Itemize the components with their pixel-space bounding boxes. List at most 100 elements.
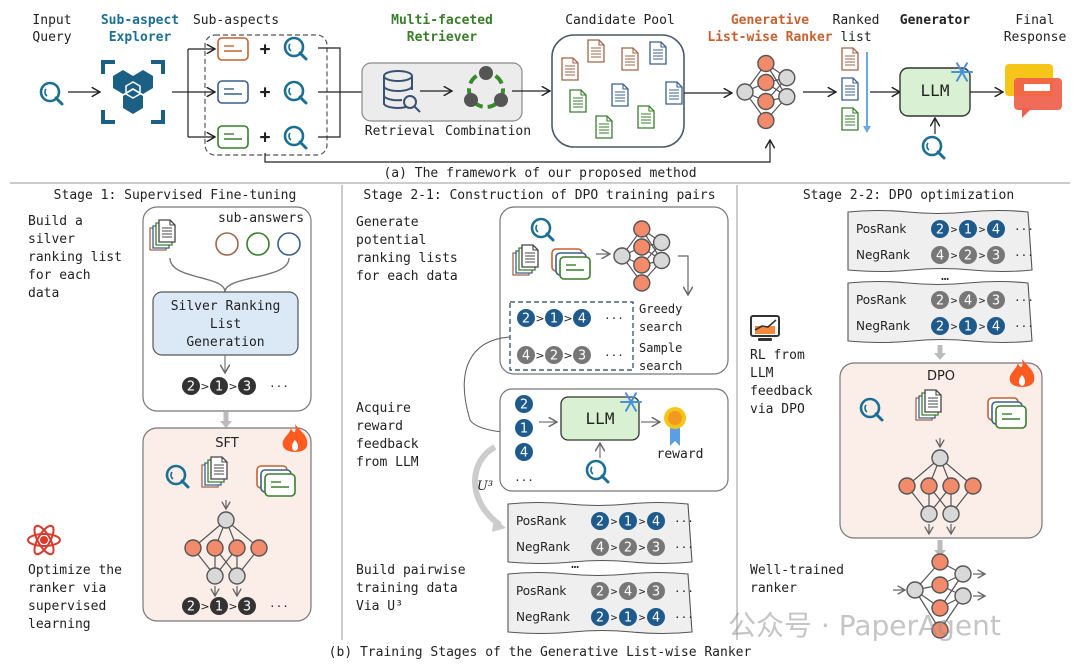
rank-badge [619,582,637,600]
rank-badge-label: 3 [992,294,1000,309]
query-icon [283,80,308,105]
rank-badge-label: 2 [936,294,944,309]
rank-badge [647,608,665,626]
stage21-title: Stage 2-1: Construction of DPO training … [363,188,716,203]
network-node [633,220,651,238]
rank-badge [545,309,563,327]
rank-badge-label: 1 [964,223,972,238]
greater-than: > [951,320,958,333]
rank-badge [591,512,609,530]
greater-than: > [535,349,544,362]
rank-badge [987,291,1005,309]
greater-than: > [951,294,958,307]
rank-badge-label: 4 [578,312,586,327]
greater-than: > [228,600,237,613]
network-node [736,83,754,101]
rank-badge-label: 4 [624,585,632,600]
rank-badge-label: 2 [520,398,528,413]
rank-badge-label: 2 [936,223,944,238]
stage21-desc-pairwise: Build pairwise training data Via U³ [356,563,466,614]
stage1-desc-silver: Build a silver ranking list for each dat… [28,214,122,301]
rank-badge-label: 2 [936,320,944,335]
rank-badge [987,246,1005,264]
sub-aspects-stack-icon [552,249,590,279]
sub-answers-icons [215,232,301,256]
ellipsis: ··· [269,380,289,393]
network-node [931,449,949,467]
ranked-doc-ids: 214··· [514,395,534,487]
rank-badge-label: 4 [652,611,660,626]
rank-badge-label: 3 [243,380,251,395]
rank-badge [591,582,609,600]
rank-badge [182,597,200,615]
rank-badge [619,512,637,530]
rank-badge-label: 3 [652,541,660,556]
network-node [778,69,796,87]
stage22-title: Stage 2-2: DPO optimization [802,188,1015,203]
ranked-list-label: Ranked list [832,13,880,45]
rank-badge [931,291,949,309]
rank-badge [210,377,228,395]
rank-badge-label: 2 [596,585,604,600]
rank-badge [573,309,591,327]
network-node [217,511,235,529]
network-node [954,587,972,605]
rank-badge [647,512,665,530]
rank-badge-label: 2 [550,349,558,364]
generator-llm-text: LLM [920,81,950,100]
network-node [652,251,671,270]
rank-badge-label: 3 [243,600,251,615]
plus-sign: + [259,127,271,148]
rank-badge-label: 4 [520,446,528,461]
sample-search-label: Sample search [639,341,683,373]
greater-than: > [563,349,572,362]
reward-label: reward [656,447,704,462]
rank-badge [545,346,563,364]
rank-badge-label: 4 [936,249,944,264]
reward-llm-box [560,396,640,441]
rank-badge-label: 4 [522,349,530,364]
sub-aspect-explorer-icon [101,60,165,124]
greater-than: > [611,585,618,598]
sub-aspect-2 [217,80,249,104]
stage22-desc-well-trained: Well-trained ranker [750,563,844,596]
rank-badge [210,597,228,615]
ranker-network [613,220,671,292]
network-node [757,54,775,73]
stage1-desc-optimize: Optimize the ranker via supervised learn… [28,563,122,632]
sub-aspects-label: Sub-aspects [192,13,280,28]
network-node [757,92,775,111]
rank-badge [619,538,637,556]
query-icon [283,125,308,150]
greater-than: > [639,541,646,554]
stage1-title: Stage 1: Supervised Fine-tuning [53,188,297,203]
retriever-box [361,62,523,122]
network-node [633,274,651,292]
greater-than: > [611,515,618,528]
pair-box [847,280,1033,344]
bypass-arrow [264,140,770,163]
greater-than: > [639,515,646,528]
rank-badge-label: 2 [187,380,195,395]
posrank-label: PosRank [516,514,566,528]
silver-ranking-text: Silver Ranking List Generation [170,299,281,350]
rank-badge-label: 2 [624,541,632,556]
final-response-icon [1005,64,1062,118]
network-node [898,477,916,495]
ranker-label: Generative List-wise Ranker [707,13,833,45]
rank-badge [931,220,949,238]
ranked-list-icon [841,47,871,133]
rank-badge [515,419,533,437]
ellipsis: ··· [1014,320,1034,333]
reward-llm-text: LLM [585,409,615,428]
network-node [931,599,949,617]
network-node [942,505,960,523]
rank-badge-label: 3 [992,249,1000,264]
pair-box [507,501,693,565]
ellipsis: ··· [1014,223,1034,236]
greater-than: > [535,312,544,325]
plus-sign: + [259,39,271,60]
watermark: 公众号 · PaperAgent [728,609,1001,642]
